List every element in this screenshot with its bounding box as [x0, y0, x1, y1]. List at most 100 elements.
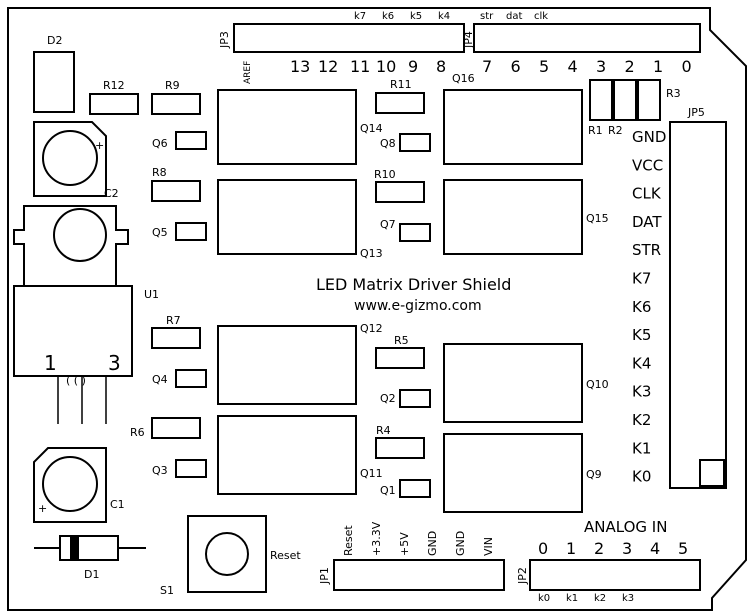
- jp3-pin-label: 13: [290, 57, 310, 76]
- board-website: www.e-gizmo.com: [354, 298, 482, 314]
- q14-label: Q14: [360, 122, 383, 135]
- jp5-pin-label: K6: [632, 298, 651, 316]
- q6-body: [175, 131, 207, 150]
- jp4-pin-label: 2: [625, 57, 635, 76]
- jp5-pin-label: DAT: [632, 213, 662, 231]
- jp3-top-label: k7: [354, 11, 366, 22]
- jp3-label: JP3: [218, 31, 231, 49]
- q5-label: Q5: [152, 226, 168, 239]
- q7-label: Q7: [380, 218, 396, 231]
- analog-in-label: ANALOG IN: [584, 518, 667, 536]
- jp4-pin-label: 5: [539, 57, 549, 76]
- q5-body: [175, 222, 207, 241]
- jp2-body: [529, 559, 701, 591]
- jp4-pin-label: 0: [682, 57, 692, 76]
- r4-body: [375, 437, 425, 459]
- r12-body: [89, 93, 139, 115]
- jp3-pin-label: 8: [436, 57, 446, 76]
- q15-body: [443, 179, 583, 255]
- r7-label: R7: [166, 314, 181, 327]
- jp4-body: [473, 23, 701, 53]
- r3-label: R3: [666, 87, 681, 100]
- r12-label: R12: [103, 79, 125, 92]
- q7-body: [399, 223, 431, 242]
- q11-body: [217, 415, 357, 495]
- jp4-pin-label: 3: [596, 57, 606, 76]
- u1-pin3-label: 3: [108, 351, 121, 375]
- r11-label: R11: [390, 78, 412, 91]
- q16-body: [443, 89, 583, 165]
- jp4-pin-label: 1: [653, 57, 663, 76]
- r8-label: R8: [152, 166, 167, 179]
- jp3-pin-label: 12: [318, 57, 338, 76]
- r1-body: [589, 79, 613, 121]
- jp5-pin-label: K5: [632, 326, 651, 344]
- r3-body: [637, 79, 661, 121]
- jp5-pin-label: K4: [632, 354, 651, 372]
- d2-label: D2: [47, 34, 62, 47]
- jp2-pin-label: 3: [622, 539, 632, 558]
- r9-body: [151, 93, 201, 115]
- q1-body: [399, 479, 431, 498]
- s1-body: [187, 515, 267, 593]
- r9-label: R9: [165, 79, 180, 92]
- jp2-bottom-label: k0: [538, 593, 550, 604]
- c2-body: [42, 130, 98, 186]
- jp3-body: [233, 23, 465, 53]
- jp2-label: JP2: [516, 567, 529, 585]
- q12-body: [217, 325, 357, 405]
- jp3-top-labels: k7 k6 k5 k4: [354, 11, 450, 22]
- jp5-pin1-square: [699, 459, 725, 487]
- jp2-pin-label: 1: [566, 539, 576, 558]
- r10-label: R10: [374, 168, 396, 181]
- q9-body: [443, 433, 583, 513]
- jp2-pin-label: 4: [650, 539, 660, 558]
- jp3-top-label: k5: [410, 11, 422, 22]
- q8-body: [399, 133, 431, 152]
- s1-label: S1: [160, 584, 174, 597]
- r5-label: R5: [394, 334, 409, 347]
- jp5-pin-label: CLK: [632, 185, 662, 203]
- q4-label: Q4: [152, 373, 168, 386]
- jp5-pin-label: VCC: [632, 156, 663, 174]
- jp1-pin-label: GND: [454, 531, 467, 556]
- jp2-bottom-label: k1: [566, 593, 578, 604]
- board-outline: [7, 7, 747, 611]
- q2-body: [399, 389, 431, 408]
- d1-body: [59, 535, 119, 561]
- c1-plus: +: [38, 502, 47, 515]
- jp1-pin-label: +3.3V: [370, 521, 383, 556]
- r5-body: [375, 347, 425, 369]
- r10-body: [375, 181, 425, 203]
- aref-label: AREF: [243, 61, 253, 84]
- jp3-top-label: k6: [382, 11, 394, 22]
- u1-lead-marks: ( ( ): [66, 374, 86, 387]
- jp5-pin-label: K3: [632, 383, 651, 401]
- jp4-pin-label: 7: [482, 57, 492, 76]
- jp2-pin-label: 0: [538, 539, 548, 558]
- q3-label: Q3: [152, 464, 168, 477]
- q13-label: Q13: [360, 247, 383, 260]
- u1-outline: [13, 205, 133, 377]
- jp5-pin-label: GND: [632, 128, 666, 146]
- s1-button: [205, 532, 249, 576]
- q9-label: Q9: [586, 468, 602, 481]
- jp1-pin-label: GND: [426, 531, 439, 556]
- d1-band: [70, 536, 79, 560]
- jp3-top-label: k4: [438, 11, 450, 22]
- r6-label: R6: [130, 426, 145, 439]
- jp4-label: JP4: [462, 31, 475, 49]
- jp1-pin-label: VIN: [482, 537, 495, 556]
- jp2-bottom-label: k2: [594, 593, 606, 604]
- c2-plus: +: [95, 139, 104, 152]
- c1-label: C1: [110, 498, 125, 511]
- jp5-pin-label: K0: [632, 468, 651, 486]
- r2-body: [613, 79, 637, 121]
- jp1-body: [333, 559, 505, 591]
